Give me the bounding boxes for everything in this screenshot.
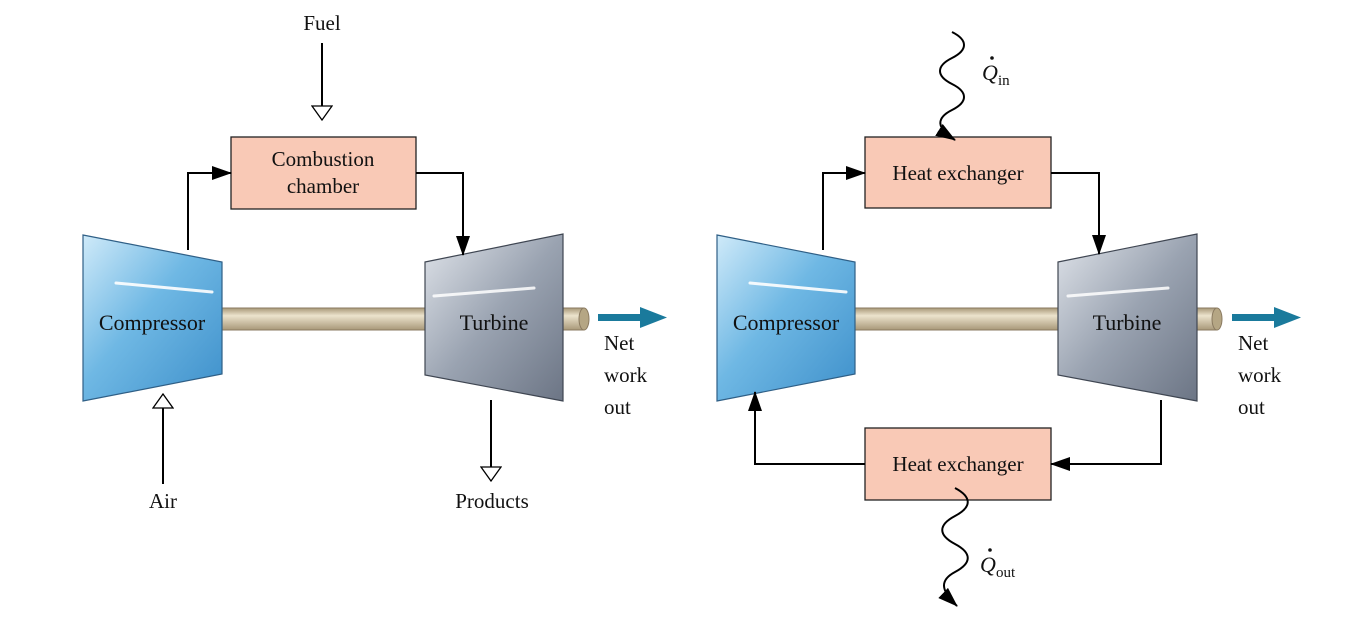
net-work-arrow-left: [598, 307, 667, 328]
heat-out-subscript: out: [996, 565, 1016, 581]
heat-in-subscript: in: [998, 73, 1010, 89]
net-work-label-right-line3: out: [1238, 395, 1265, 419]
turbine-label-right: Turbine: [1093, 310, 1162, 335]
closed-cycle-diagram: Compressor Turbine Heat exchanger Heat e…: [716, 31, 1301, 607]
net-work-label-left-line2: work: [604, 363, 648, 387]
heat-in-label: Q in: [982, 56, 1010, 89]
net-work-label-right-line2: work: [1238, 363, 1282, 387]
compressor-left: Compressor: [82, 234, 223, 402]
heat-exchanger-top-label: Heat exchanger: [892, 161, 1023, 185]
air-label: Air: [149, 489, 177, 513]
heat-out-symbol: Q: [980, 552, 996, 577]
compressor-label-right: Compressor: [733, 310, 840, 335]
heat-in-wavy-arrow: [935, 31, 965, 141]
heat-exchanger-top: Heat exchanger: [864, 136, 1052, 209]
top-exchanger-to-turbine-line: [1051, 172, 1106, 255]
combustion-label-line2: chamber: [287, 174, 359, 198]
net-work-label-left-line1: Net: [604, 331, 634, 355]
combustion-label-line1: Combustion: [272, 147, 375, 171]
heat-in-symbol: Q: [982, 60, 998, 85]
net-work-label-left-line3: out: [604, 395, 631, 419]
turbine-left: Turbine: [424, 233, 564, 402]
turbine-right: Turbine: [1057, 233, 1198, 402]
compressor-to-combustion-line: [187, 166, 232, 250]
combustion-chamber: Combustion chamber: [230, 136, 417, 210]
heat-out-label: Q out: [980, 548, 1016, 581]
bottom-exchanger-to-compressor-line: [748, 391, 865, 465]
compressor-label-left: Compressor: [99, 310, 206, 335]
heat-out-wavy-arrow: [938, 487, 969, 607]
compressor-to-top-exchanger-line: [822, 166, 866, 250]
turbine-to-bottom-exchanger-line: [1050, 400, 1162, 471]
heat-exchanger-bottom-label: Heat exchanger: [892, 452, 1023, 476]
fuel-label: Fuel: [303, 11, 341, 35]
open-cycle-diagram: Compressor Turbine Combustion chamber Fu…: [82, 11, 667, 513]
net-work-label-right-line1: Net: [1238, 331, 1268, 355]
compressor-right: Compressor: [716, 234, 856, 402]
turbine-label-left: Turbine: [460, 310, 529, 335]
combustion-to-turbine-line: [416, 172, 470, 256]
net-work-arrow-right: [1232, 307, 1301, 328]
products-label: Products: [455, 489, 529, 513]
